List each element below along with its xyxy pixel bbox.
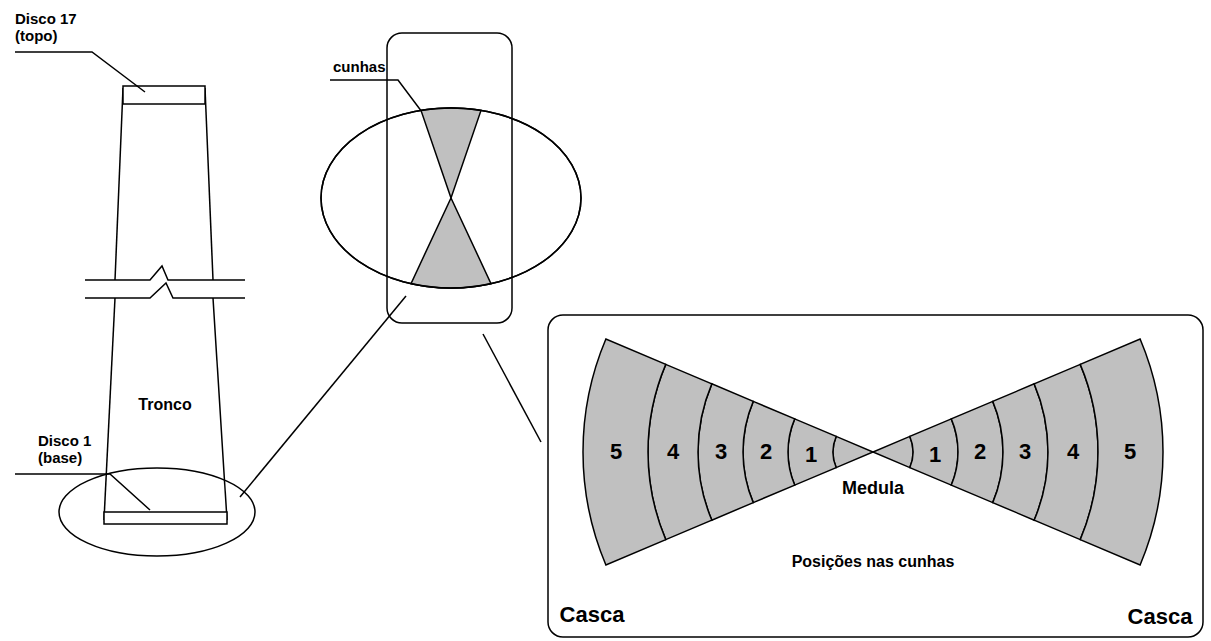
position-number: 3 — [715, 439, 727, 464]
position-number: 4 — [1067, 439, 1079, 464]
break-line — [85, 266, 245, 280]
trunk-outline — [213, 298, 227, 520]
highlight-ellipse — [59, 468, 255, 556]
bark-label: Casca — [1128, 604, 1193, 629]
disc-label: Disco 1 (base) — [38, 432, 113, 467]
trunk-outline — [115, 88, 123, 280]
disc-section — [321, 108, 581, 288]
wedge-position — [1080, 339, 1163, 565]
leader-line — [15, 52, 145, 92]
top-disc — [123, 86, 205, 104]
wedge-position — [951, 401, 1003, 502]
position-number: 3 — [1019, 439, 1031, 464]
position-number: 5 — [610, 439, 622, 464]
position-number: 1 — [929, 442, 941, 467]
wedge — [411, 198, 491, 288]
part-label: Tronco — [138, 396, 191, 414]
leader-line — [15, 474, 150, 510]
trunk-outline — [205, 88, 213, 280]
wedge-position — [910, 419, 958, 485]
position-number: 1 — [805, 442, 817, 467]
wedge-position — [583, 339, 666, 565]
wedge — [421, 108, 481, 198]
zoom-line — [240, 296, 406, 497]
zoom-panel — [548, 315, 1203, 637]
disc-label: Disco 17 (topo) — [15, 10, 100, 45]
position-number: 2 — [760, 439, 772, 464]
wedge-position — [698, 384, 753, 520]
wedge-bowtie — [583, 339, 1163, 565]
wedge-position — [993, 384, 1048, 520]
callout-label: cunhas — [333, 58, 386, 75]
wedge-position — [788, 419, 836, 485]
wedge-position — [1034, 364, 1098, 539]
disc-section — [321, 108, 581, 288]
zoom-frame — [387, 33, 512, 323]
base-disc — [104, 512, 227, 524]
position-number: 4 — [667, 439, 679, 464]
bark-label: Casca — [560, 602, 625, 627]
wedge-position — [743, 401, 795, 502]
wedge-position — [648, 364, 712, 539]
pith-label: Medula — [842, 478, 904, 499]
break-line — [85, 283, 245, 298]
position-number: 2 — [974, 439, 986, 464]
zoom-line — [483, 334, 541, 442]
caption-label: Posições nas cunhas — [792, 553, 955, 571]
wedge-position — [873, 436, 913, 467]
position-number: 5 — [1124, 439, 1136, 464]
trunk-outline — [104, 298, 115, 520]
wedge-position — [833, 436, 873, 467]
